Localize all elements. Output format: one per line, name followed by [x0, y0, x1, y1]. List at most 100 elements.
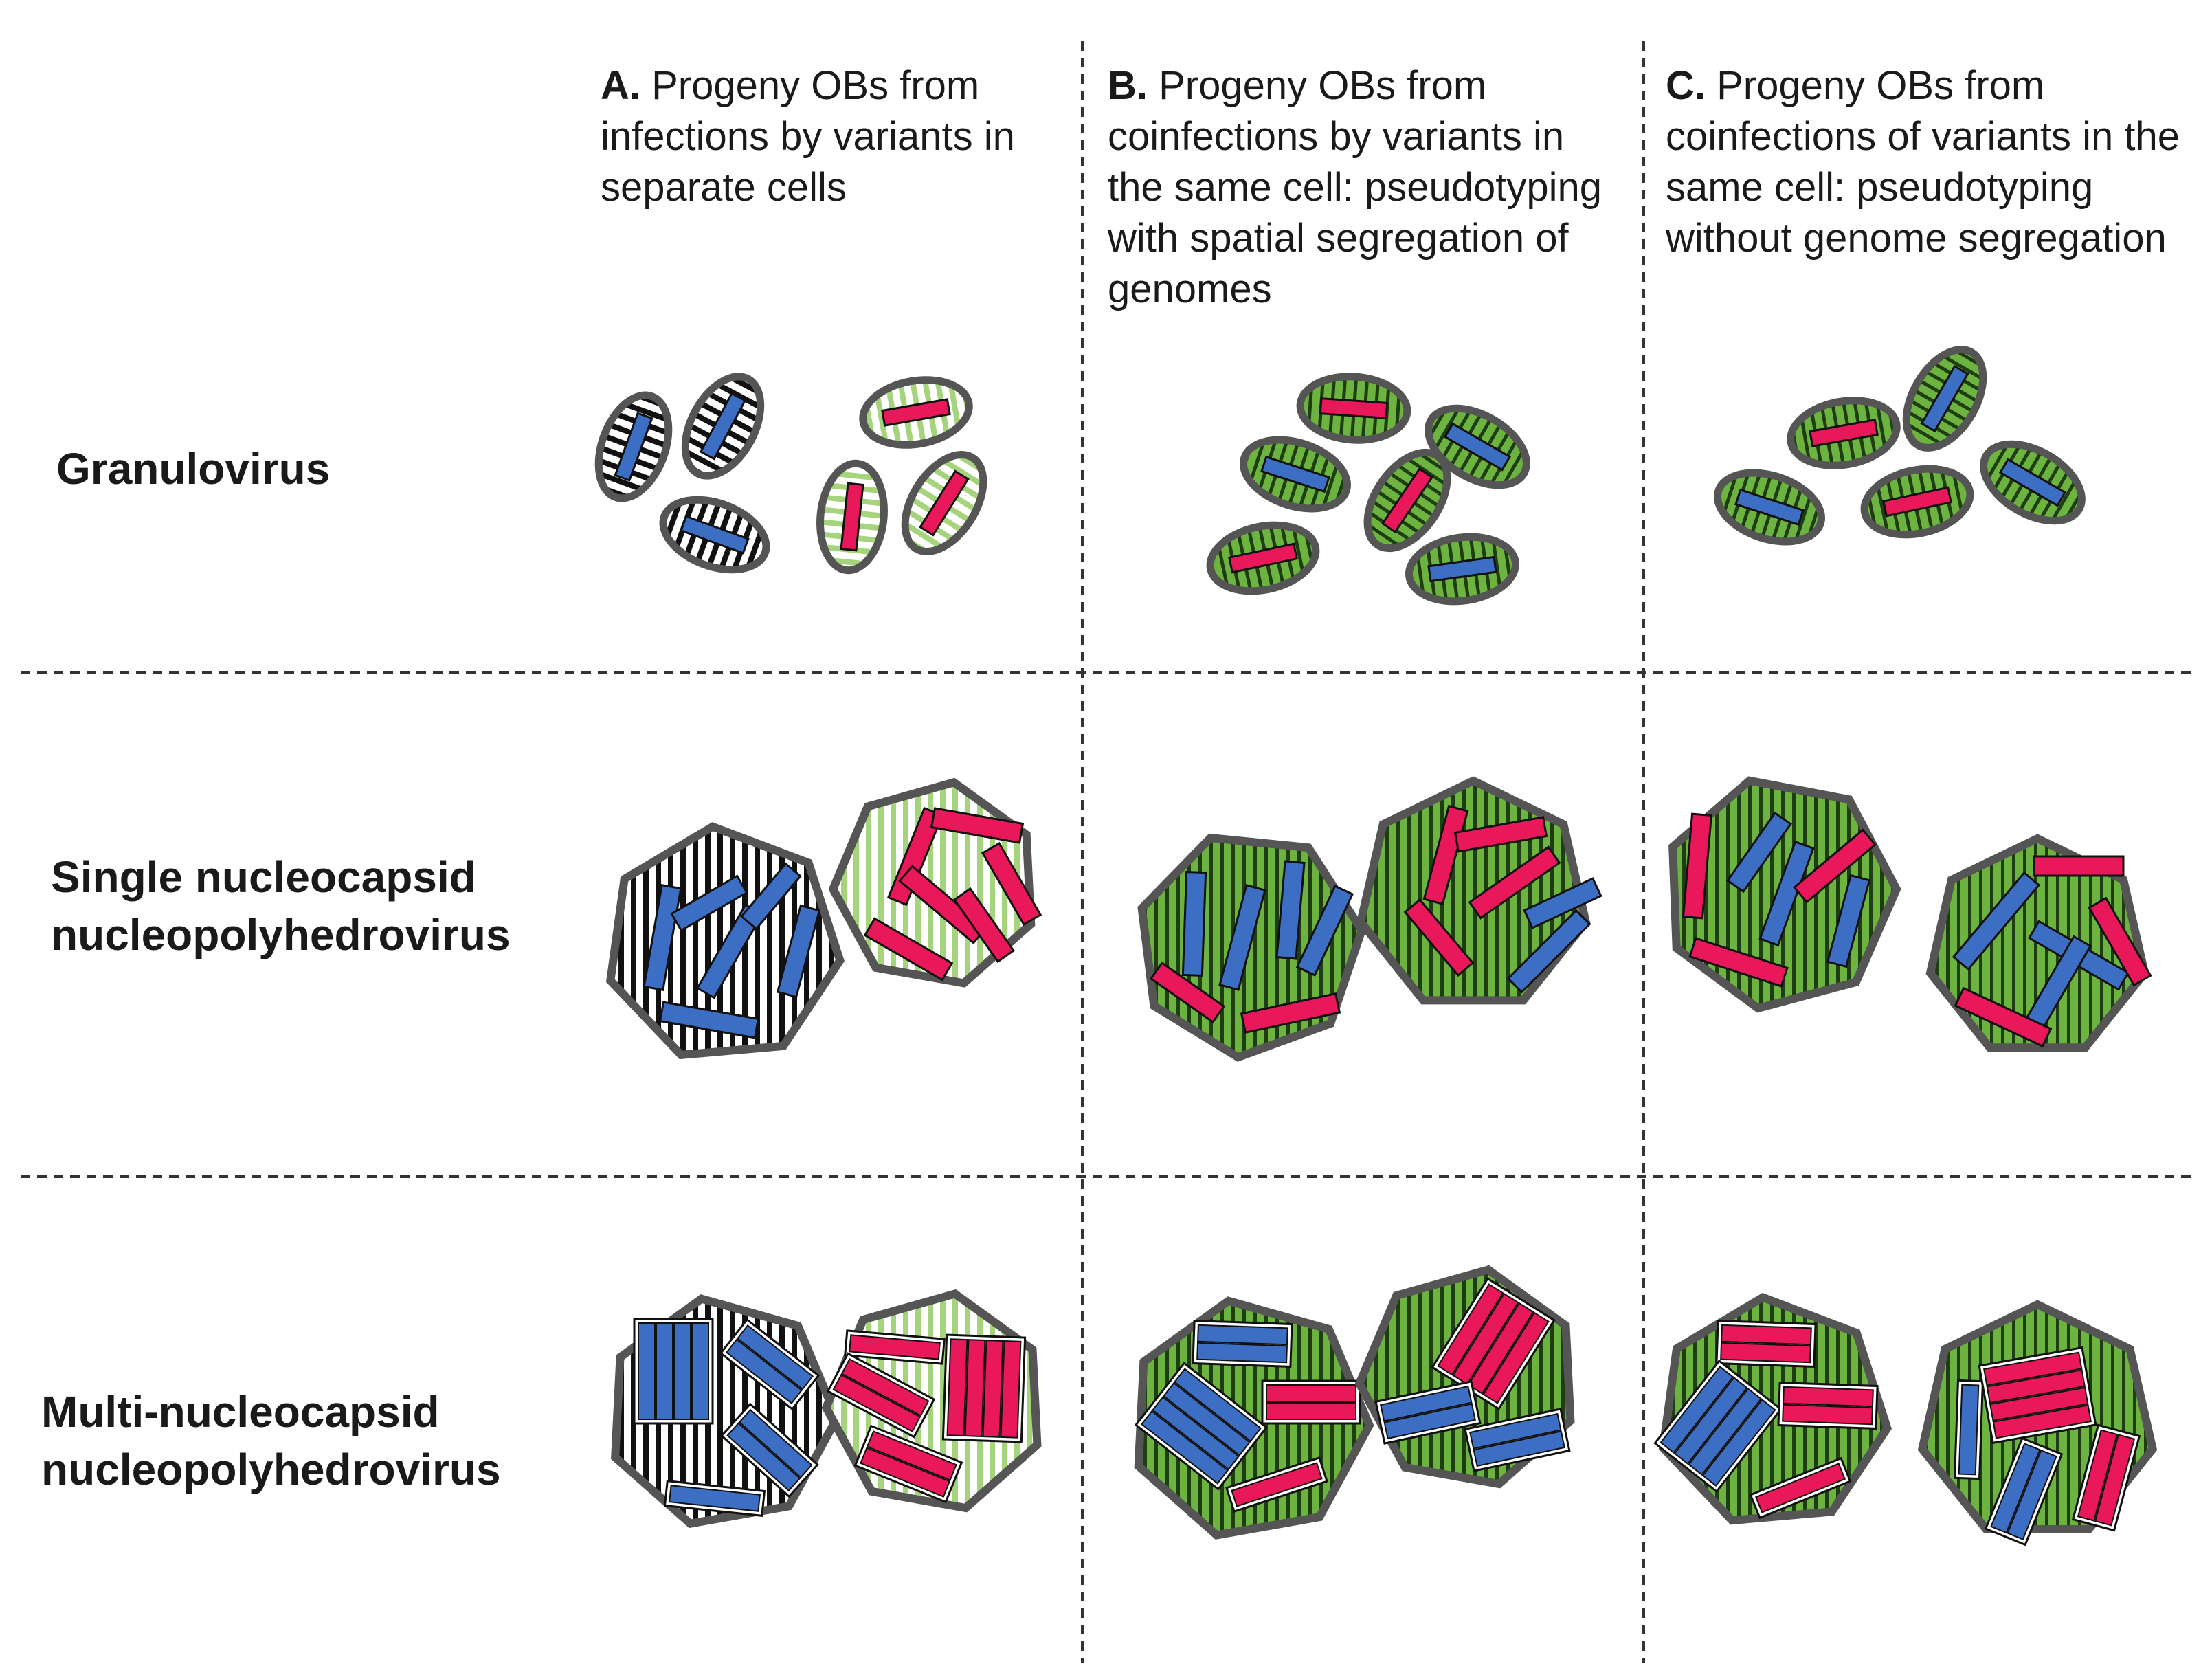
nucleocapsid-bundle [1225, 1456, 1328, 1513]
nucleocapsid-bundle [1984, 1436, 2064, 1546]
occlusion-bodies [594, 346, 2158, 1546]
nucleocapsid [1782, 1404, 1873, 1426]
nucleocapsid [1506, 909, 1591, 994]
nucleocapsid-bundle [720, 1402, 819, 1498]
nucleocapsid-bundle [1464, 1408, 1571, 1472]
nucleocapsid-bundle [663, 1480, 766, 1517]
nucleocapsid-bundle [1431, 1277, 1556, 1410]
nucleocapsid [1383, 1403, 1476, 1440]
nucleocapsid-bundle [1374, 1380, 1482, 1445]
nucleocapsid [638, 1322, 656, 1420]
nucleocapsid [1734, 488, 1805, 526]
polyhedron-body [1356, 776, 1591, 1005]
column-text-a: Progeny OBs from infections by variants … [601, 63, 1015, 210]
granule-ob [1980, 440, 2086, 525]
nucleocapsid [1688, 1388, 1763, 1476]
nucleocapsid [691, 1322, 709, 1420]
nucleocapsid-bundle [826, 1352, 936, 1439]
nucleocapsid [738, 1408, 813, 1478]
nucleocapsid [1437, 1283, 1504, 1376]
polyhedron-ob [1668, 776, 1901, 1013]
nucleocapsid [1986, 1369, 2086, 1404]
nucleocapsid [1473, 1430, 1565, 1467]
nucleocapsid [1983, 1351, 2083, 1386]
nucleocapsid [1380, 1385, 1473, 1422]
polyhedron-ob [1354, 1265, 1575, 1489]
nucleocapsid [1992, 1404, 2092, 1439]
nucleocapsid [1793, 828, 1877, 904]
nucleocapsid-bundle [844, 1329, 946, 1365]
granule-ob [1363, 448, 1451, 553]
granule-ob [659, 496, 770, 574]
polyhedron-ob [821, 1289, 1042, 1513]
polyhedron-ob [1653, 1292, 1892, 1525]
nucleocapsid [658, 1001, 760, 1039]
nucleocapsid [1523, 877, 1602, 929]
nucleocapsid [1443, 422, 1512, 472]
nucleocapsid [670, 874, 748, 932]
nucleocapsid [860, 1447, 951, 1498]
nucleocapsid [1152, 1396, 1240, 1471]
nucleocapsid [1218, 884, 1266, 991]
column-letter-a: A. [601, 63, 640, 108]
nucleocapsid-bundle [1715, 1319, 1817, 1368]
nucleocapsid [964, 1339, 986, 1437]
nucleocapsid [1197, 1324, 1288, 1346]
nucleocapsid [736, 1324, 814, 1390]
nucleocapsid [1720, 1342, 1811, 1364]
row-label-multi-nucleocapsid: Multi-nucleocapsid nucleopolyhedrovirus [41, 1387, 501, 1494]
column-header-b: B. Progeny OBs from coinfections by vari… [1108, 60, 1630, 315]
nucleocapsid [1275, 860, 1306, 960]
nucleocapsid [1881, 486, 1953, 518]
nucleocapsid-bundle [1261, 1379, 1361, 1425]
granule-ob [816, 459, 888, 575]
nucleocapsid [1469, 1412, 1562, 1450]
row-label-granulovirus: Granulovirus [56, 444, 331, 493]
nucleocapsid [1468, 845, 1561, 920]
nucleocapsid [1482, 1311, 1550, 1404]
nucleocapsid [1452, 1293, 1519, 1386]
polyhedron-ob [611, 1294, 842, 1529]
column-header-a: A. Progeny OBs from infections by varian… [601, 60, 1040, 213]
column-header-c: C. Progeny OBs from coinfections of vari… [1666, 60, 2188, 264]
nucleocapsid [1673, 1377, 1748, 1465]
nucleocapsid [946, 1338, 968, 1437]
nucleocapsid [1826, 874, 1871, 968]
nucleocapsid [699, 392, 747, 461]
nucleocapsid [919, 469, 970, 537]
nucleocapsid [656, 1322, 673, 1420]
nucleocapsid-bundle [719, 1318, 820, 1411]
nucleocapsid [1783, 1386, 1874, 1408]
nucleocapsid [1721, 1324, 1812, 1346]
polyhedron-ob [1137, 833, 1367, 1062]
nucleocapsid [863, 917, 954, 981]
polyhedron-ob [828, 777, 1042, 988]
nucleocapsid [1149, 961, 1226, 1024]
nucleocapsid [1227, 542, 1299, 574]
nucleocapsid [725, 1338, 803, 1405]
nucleocapsid [1920, 364, 1969, 433]
nucleocapsid [726, 1422, 801, 1492]
nucleocapsid [1163, 1382, 1251, 1456]
nucleocapsid-bundle [853, 1424, 963, 1504]
nucleocapsid-bundle [2071, 1423, 2141, 1532]
nucleocapsid [673, 1322, 691, 1420]
nucleocapsid [2077, 1429, 2119, 1522]
nucleocapsid [930, 807, 1025, 844]
nucleocapsid [1266, 1384, 1356, 1402]
nucleocapsid [1381, 467, 1434, 534]
nucleocapsid [1174, 1368, 1262, 1443]
column-letter-b: B. [1108, 63, 1148, 108]
nucleocapsid [2033, 855, 2125, 877]
granule-ob [859, 376, 973, 449]
nucleocapsid [981, 841, 1042, 927]
column-letter-c: C. [1666, 63, 1706, 108]
nucleocapsid [1682, 812, 1713, 920]
granule-ob [901, 451, 987, 555]
polyhedron-ob [1925, 834, 2152, 1052]
nucleocapsid [1453, 816, 1548, 853]
granule-ob [1206, 521, 1320, 595]
nucleocapsid [982, 1340, 1004, 1438]
polyhedron-ob [1134, 1296, 1374, 1540]
